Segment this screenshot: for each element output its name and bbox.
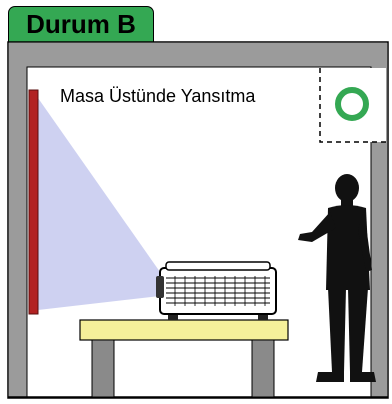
table-top xyxy=(79,319,289,341)
table-leg-left xyxy=(91,339,115,398)
green-circle-icon xyxy=(335,87,369,121)
wall-left xyxy=(9,43,27,397)
table-leg-right xyxy=(251,339,275,398)
projection-screen xyxy=(28,89,39,315)
scenario-caption: Masa Üstünde Yansıtma xyxy=(60,86,256,106)
indicator-box xyxy=(319,68,386,143)
table xyxy=(79,319,289,398)
presenter-silhouette xyxy=(298,174,376,382)
scenario-tab-label: Durum B xyxy=(26,9,136,39)
projector xyxy=(156,261,277,320)
wall-top xyxy=(9,43,387,67)
scenario-tab: Durum B xyxy=(8,6,154,42)
projection-beam xyxy=(38,98,160,310)
